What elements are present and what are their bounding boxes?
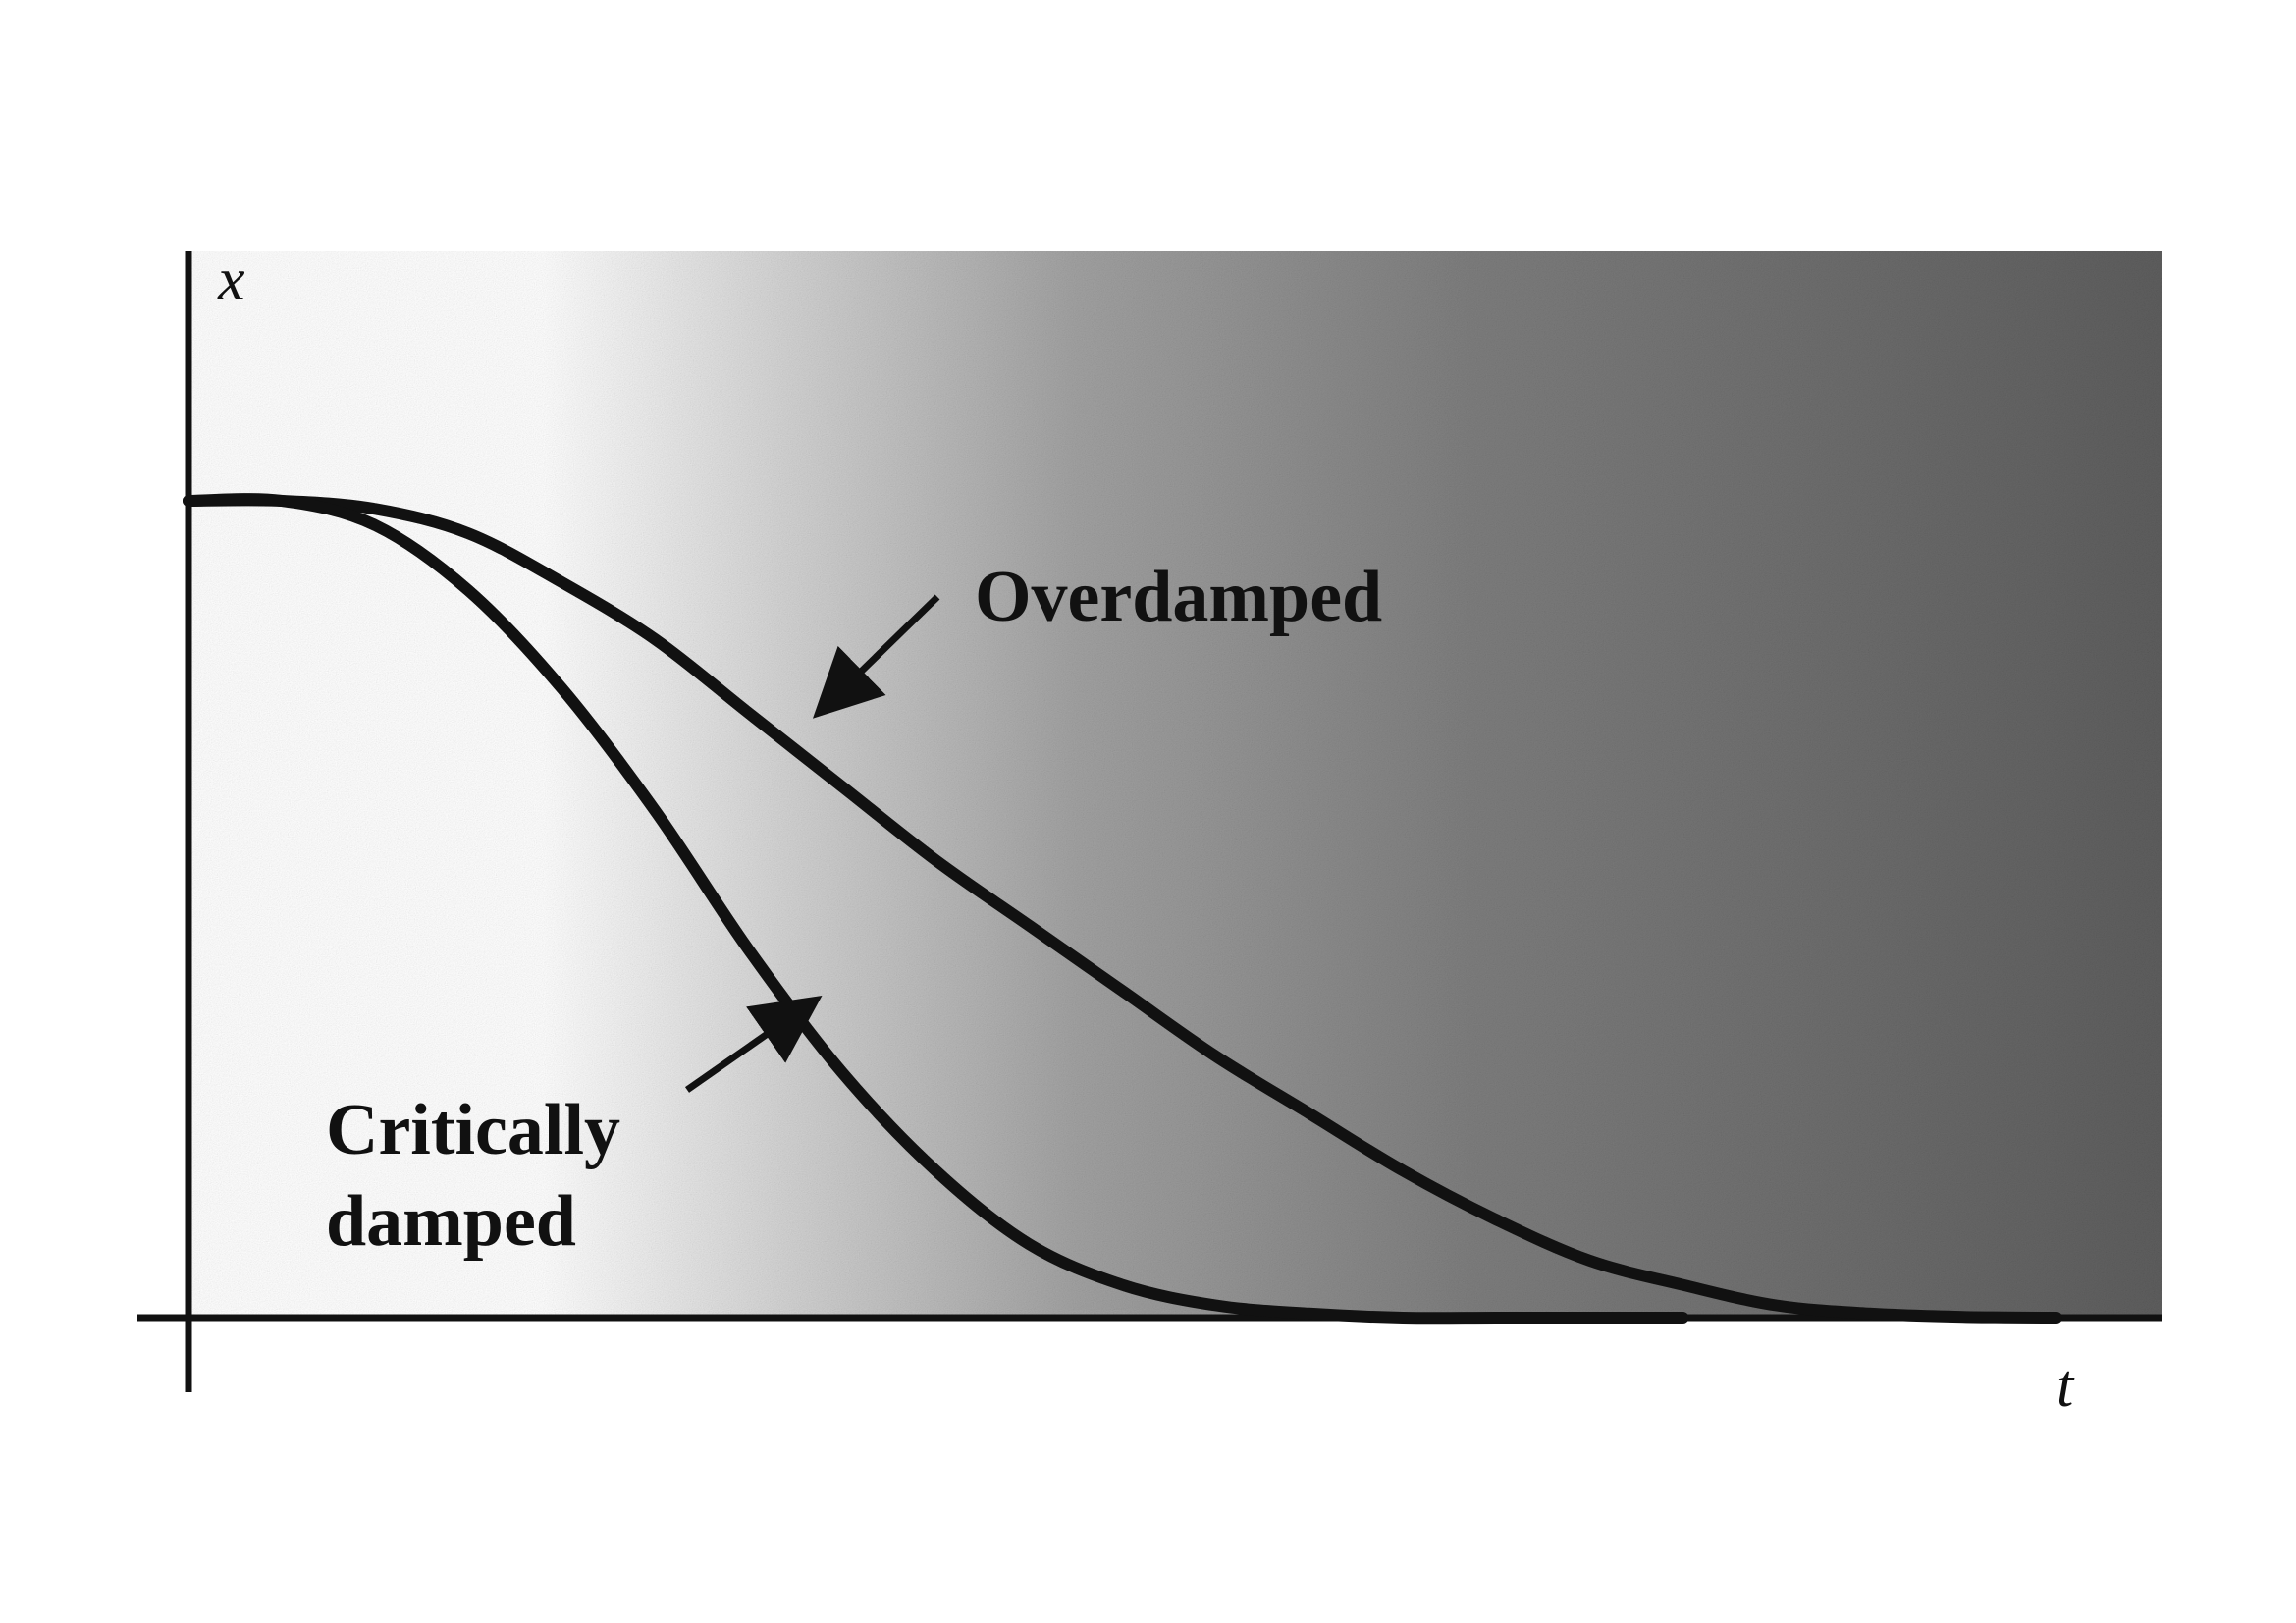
critically-label: Critically: [326, 1090, 620, 1170]
overdamped-curve: [183, 494, 2062, 1324]
critically-damped-curve: [183, 493, 1689, 1325]
x-axis-label: t: [2056, 1353, 2075, 1420]
overdamped-label: Overdamped: [975, 557, 1382, 637]
critically-damped-arrow: [684, 995, 823, 1093]
damped-label: damped: [326, 1181, 576, 1262]
overdamped-arrow: [812, 594, 940, 719]
y-axis-label: x: [217, 246, 245, 313]
plot-background: [188, 251, 2162, 1318]
